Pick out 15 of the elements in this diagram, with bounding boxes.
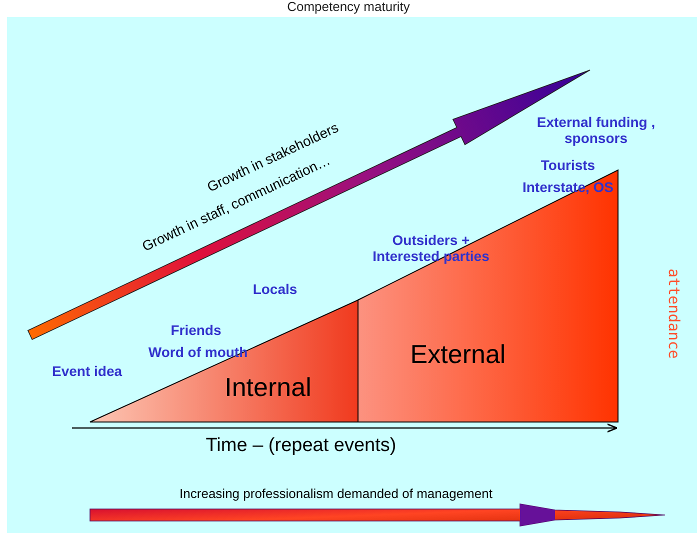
audience-label: Event idea bbox=[52, 362, 122, 380]
audience-label: External funding , sponsors bbox=[536, 114, 656, 146]
arrow-label: Increasing professionalism demanded of management bbox=[180, 486, 492, 502]
title: Competency maturity bbox=[286, 0, 411, 15]
axis-label: Time – (repeat events) bbox=[206, 435, 396, 457]
attendance-area bbox=[90, 300, 358, 422]
attendance-area bbox=[358, 170, 618, 422]
audience-label: Locals bbox=[252, 280, 298, 298]
audience-label: Friends bbox=[170, 322, 222, 338]
area-label: Internal bbox=[224, 373, 312, 403]
axis-label: attendance bbox=[664, 268, 682, 360]
audience-label: Tourists bbox=[540, 156, 596, 174]
area-label: External bbox=[409, 340, 507, 370]
audience-label: Outsiders + Interested parties bbox=[372, 232, 490, 264]
audience-label: Word of mouth bbox=[148, 344, 248, 360]
